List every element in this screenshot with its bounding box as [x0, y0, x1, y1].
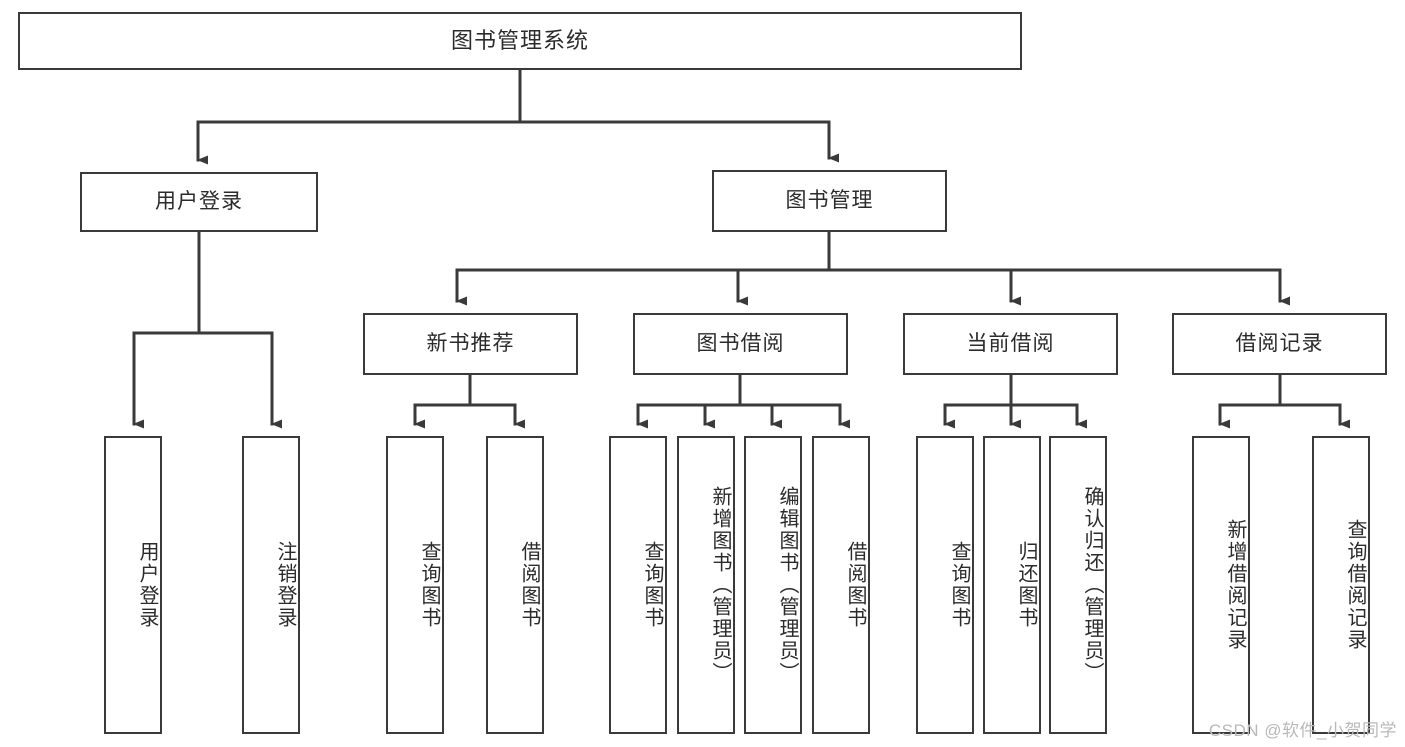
leaf-query-book-3[interactable]: 查询图书 — [916, 436, 974, 734]
leaf-logout-label: 注销登录 — [274, 541, 296, 629]
node-book-manage[interactable]: 图书管理 — [712, 170, 947, 232]
leaf-add-record-label: 新增借阅记录 — [1224, 519, 1246, 651]
leaf-query-book-3-label: 查询图书 — [948, 541, 970, 629]
node-book-manage-label: 图书管理 — [785, 189, 874, 213]
leaf-edit-book[interactable]: 编辑图书（管理员） — [744, 436, 802, 734]
node-root[interactable]: 图书管理系统 — [18, 12, 1022, 70]
leaf-borrow-book-1[interactable]: 借阅图书 — [486, 436, 544, 734]
leaf-return-book-label: 归还图书 — [1015, 541, 1037, 629]
leaf-query-record-label: 查询借阅记录 — [1344, 519, 1366, 651]
leaf-borrow-book-2[interactable]: 借阅图书 — [812, 436, 870, 734]
leaf-query-book-2-label: 查询图书 — [641, 541, 663, 629]
leaf-confirm-return-label: 确认归还（管理员） — [1081, 486, 1103, 684]
leaf-confirm-return[interactable]: 确认归还（管理员） — [1049, 436, 1107, 734]
node-borrow-record-label: 借阅记录 — [1235, 332, 1324, 356]
leaf-query-book-1[interactable]: 查询图书 — [386, 436, 444, 734]
leaf-return-book[interactable]: 归还图书 — [983, 436, 1041, 734]
node-borrow-record[interactable]: 借阅记录 — [1172, 313, 1387, 375]
leaf-user-login[interactable]: 用户登录 — [104, 436, 162, 734]
leaf-edit-book-label: 编辑图书（管理员） — [776, 486, 798, 684]
leaf-user-login-label: 用户登录 — [136, 541, 158, 629]
node-current-borrow[interactable]: 当前借阅 — [903, 313, 1118, 375]
leaf-query-book-1-label: 查询图书 — [418, 541, 440, 629]
node-new-book-recommend[interactable]: 新书推荐 — [363, 313, 578, 375]
leaf-add-record[interactable]: 新增借阅记录 — [1192, 436, 1250, 734]
leaf-query-record[interactable]: 查询借阅记录 — [1312, 436, 1370, 734]
node-new-book-recommend-label: 新书推荐 — [426, 332, 515, 356]
leaf-logout[interactable]: 注销登录 — [242, 436, 300, 734]
leaf-borrow-book-1-label: 借阅图书 — [518, 541, 540, 629]
leaf-query-book-2[interactable]: 查询图书 — [609, 436, 667, 734]
node-root-label: 图书管理系统 — [450, 27, 589, 53]
node-user-login[interactable]: 用户登录 — [80, 172, 318, 232]
node-current-borrow-label: 当前借阅 — [966, 332, 1055, 356]
leaf-add-book[interactable]: 新增图书（管理员） — [677, 436, 735, 734]
node-book-borrow[interactable]: 图书借阅 — [633, 313, 848, 375]
leaf-add-book-label: 新增图书（管理员） — [709, 486, 731, 684]
node-user-login-label: 用户登录 — [155, 190, 243, 214]
csdn-watermark: CSDN @软件_小贺同学 — [1208, 721, 1397, 740]
leaf-borrow-book-2-label: 借阅图书 — [844, 541, 866, 629]
node-book-borrow-label: 图书借阅 — [696, 332, 785, 356]
